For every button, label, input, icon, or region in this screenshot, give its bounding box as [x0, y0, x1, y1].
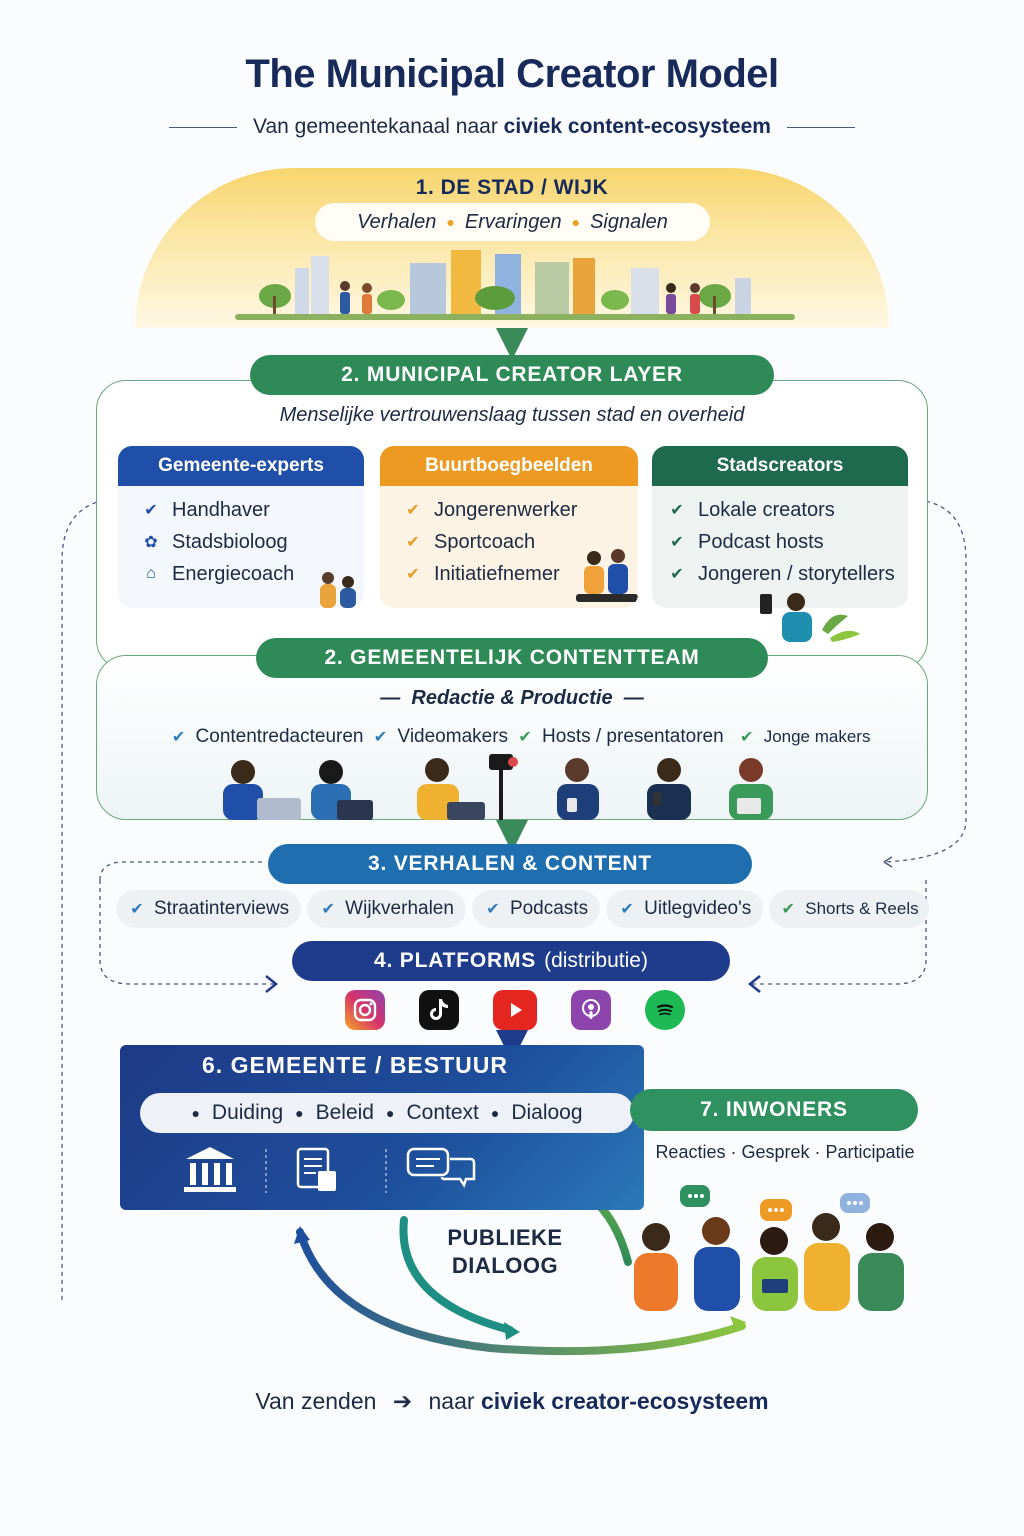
section-3-title: 3. VERHALEN & CONTENT [268, 844, 752, 884]
podcasts-icon[interactable] [571, 990, 611, 1030]
dot-separator: ● [446, 214, 454, 230]
youtube-icon[interactable] [493, 990, 537, 1030]
subtitle-rule-right [787, 127, 855, 128]
city-hall-icon [184, 1147, 236, 1192]
card-gemeente-experts: Gemeente-experts ✔Handhaver ✿Stadsbioloo… [118, 446, 364, 608]
document-icon [298, 1149, 336, 1191]
subtitle-prefix: Van gemeentekanaal naar [253, 115, 498, 138]
card-stadscreators: Stadscreators ✔Lokale creators ✔Podcast … [652, 446, 908, 608]
role-item: Videomakers [397, 726, 508, 748]
section-7-title: 7. INWONERS [630, 1089, 918, 1131]
dot-separator: ● [572, 214, 580, 230]
footer-tagline: Van zenden ➔ naar civiek creator-ecosyst… [0, 1388, 1024, 1415]
content-types: ✔Straatinterviews ✔Wijkverhalen ✔Podcast… [116, 890, 916, 928]
spotify-icon[interactable] [645, 990, 685, 1030]
check-icon: ✔ [668, 532, 686, 552]
footer-prefix: Van zenden [255, 1388, 376, 1414]
stad-item-verhalen: Verhalen [357, 211, 436, 234]
role-item: Hosts / presentatoren [542, 726, 724, 748]
subtitle-bold: civiek content-ecosysteem [504, 115, 771, 138]
instagram-icon[interactable] [345, 990, 385, 1030]
gov-item: Duiding [212, 1101, 283, 1125]
chat-bubbles-icon [408, 1149, 474, 1185]
gov-item: Context [406, 1101, 478, 1125]
content-chip: ✔Straatinterviews [116, 890, 301, 928]
nature-icon: ✿ [142, 532, 160, 552]
section-6-items: ●Duiding ●Beleid ●Context ●Dialoog [140, 1093, 634, 1133]
arrow-right-icon: ➔ [393, 1388, 412, 1414]
gov-item: Dialoog [511, 1101, 582, 1125]
list-item: ✔Jongerenwerker [404, 494, 638, 526]
tiktok-icon[interactable] [419, 990, 459, 1030]
check-icon: ✔ [142, 500, 160, 520]
gov-item: Beleid [316, 1101, 374, 1125]
content-chip: ✔Uitlegvideo's [606, 890, 763, 928]
content-chip: ✔Podcasts [472, 890, 600, 928]
card-title: Gemeente-experts [118, 446, 364, 486]
check-icon: ✔ [668, 500, 686, 520]
people-illustration [576, 544, 638, 608]
contentteam-roles: ✔ Contentredacteuren ✔ Videomakers ✔ Hosts … [120, 722, 920, 752]
gov-icons [180, 1145, 500, 1197]
section-2-description: Menselijke vertrouwenslaag tussen stad e… [0, 404, 1024, 427]
stad-item-ervaringen: Ervaringen [465, 211, 562, 234]
section-1-items: Verhalen ● Ervaringen ● Signalen [315, 203, 710, 241]
section-4-title: 4. PLATFORMS(distributie) [292, 941, 730, 981]
stad-item-signalen: Signalen [590, 211, 668, 234]
section-6-title: 6. GEMEENTE / BESTUUR [120, 1052, 590, 1079]
role-item: Contentredacteuren [196, 726, 364, 748]
check-icon: ✔ [371, 727, 389, 747]
role-item: Jonge makers [764, 727, 871, 747]
check-icon: ✔ [738, 727, 756, 747]
section-1-title: 1. DE STAD / WIJK [0, 176, 1024, 200]
team-illustration [207, 754, 807, 820]
contentteam-subtitle: — Redactie & Productie — [0, 687, 1024, 710]
check-icon: ✔ [404, 564, 422, 584]
check-icon: ✔ [618, 899, 636, 919]
check-icon: ✔ [516, 727, 534, 747]
content-chip: ✔Wijkverhalen [307, 890, 466, 928]
page-title: The Municipal Creator Model [0, 52, 1024, 97]
subtitle-rule-left [169, 127, 237, 128]
page-subtitle: Van gemeentekanaal naar civiek content-e… [253, 115, 771, 139]
check-icon: ✔ [404, 500, 422, 520]
card-buurtboegbeelden: Buurtboegbeelden ✔Jongerenwerker ✔Sportc… [380, 446, 638, 608]
footer-middle: naar [429, 1388, 475, 1414]
list-item: ✔Podcast hosts [668, 526, 908, 558]
list-item: ✔Handhaver [142, 494, 364, 526]
check-icon: ✔ [668, 564, 686, 584]
subtitle-row: Van gemeentekanaal naar civiek content-e… [0, 112, 1024, 142]
check-icon: ✔ [128, 899, 146, 919]
check-icon: ✔ [319, 899, 337, 919]
check-icon: ✔ [170, 727, 188, 747]
section-7-items: Reacties · Gesprek · Participatie [630, 1142, 940, 1163]
public-dialog-label: PUBLIEKE DIALOOG [410, 1224, 600, 1280]
check-icon: ✔ [779, 899, 797, 919]
content-chip: ✔Shorts & Reels [769, 890, 928, 928]
platform-icons [345, 990, 685, 1030]
creator-with-phone-illustration [752, 590, 864, 648]
list-item: ✿Stadsbioloog [142, 526, 364, 558]
list-item: ✔Lokale creators [668, 494, 908, 526]
check-icon: ✔ [484, 899, 502, 919]
hat-icon: ⌂ [142, 565, 160, 583]
card-title: Stadscreators [652, 446, 908, 486]
card-title: Buurtboegbeelden [380, 446, 638, 486]
section-2-title: 2. MUNICIPAL CREATOR LAYER [250, 355, 774, 395]
footer-bold: civiek creator-ecosysteem [481, 1388, 769, 1414]
people-illustration [308, 566, 364, 608]
contentteam-title: 2. GEMEENTELIJK CONTENTTEAM [256, 638, 768, 678]
list-item: ✔Jongeren / storytellers [668, 558, 908, 590]
check-icon: ✔ [404, 532, 422, 552]
residents-illustration [620, 1175, 920, 1317]
